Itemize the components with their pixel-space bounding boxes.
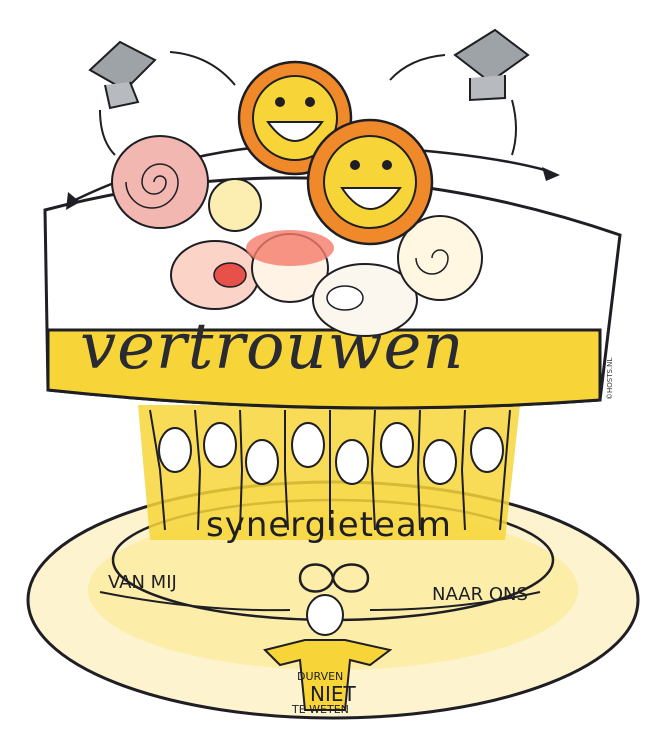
figure-caption-line-2: NIET xyxy=(310,682,356,706)
figure-caption-line-1: DURVEN xyxy=(297,670,344,683)
graduation-cap-icon xyxy=(389,28,530,156)
team-word: synergieteam xyxy=(206,505,452,545)
graduation-cap-icon xyxy=(88,40,236,156)
left-label: VAN MIJ xyxy=(108,572,177,593)
team-figures xyxy=(138,405,520,540)
smiling-flower-icon xyxy=(306,118,434,246)
infinity-icon xyxy=(298,563,370,593)
figure-caption-line-3: TE WETEN xyxy=(292,703,349,716)
credit-text: ©HOSTS.NL xyxy=(606,357,614,400)
person-figure xyxy=(263,594,393,711)
treats xyxy=(111,135,483,337)
right-label: NAAR ONS xyxy=(432,584,528,605)
main-word: vertrouwen xyxy=(80,310,465,384)
